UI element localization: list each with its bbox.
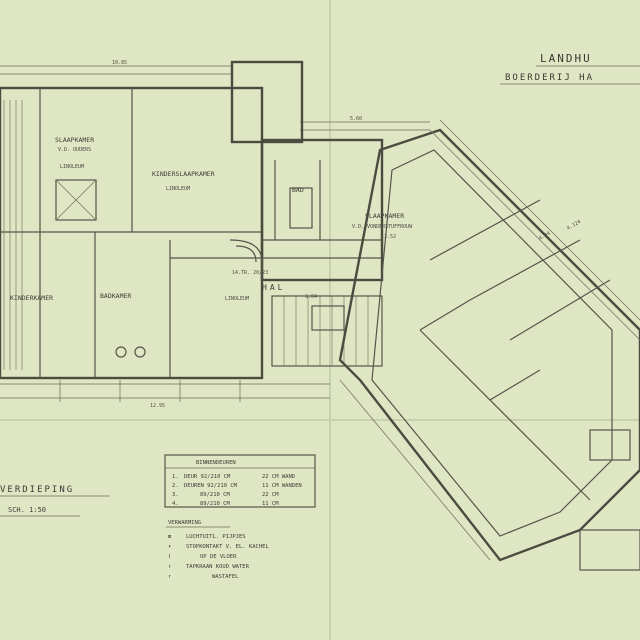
- legend-doors-heading: BINNENDEUREN: [196, 460, 236, 466]
- stair-annotation: 14.TR. 20/23: [232, 270, 268, 276]
- room-label-badkamer: BADKAMER: [100, 292, 131, 300]
- room-label-hal: HAL: [262, 283, 285, 292]
- bottom-dimension-chain: 12.95: [0, 380, 330, 409]
- legend-heating-item: WASTAFEL: [212, 574, 239, 580]
- room-label-slaapkamer-ouders: SLAAPKAMER: [55, 136, 94, 144]
- legend-door-wall: 11 CM WANDEN: [262, 483, 302, 489]
- left-wing-walls: [0, 60, 384, 380]
- room-label-linoleum: LINOLEUM: [166, 186, 190, 192]
- legend-heating-item: OP DE VLOER: [200, 554, 237, 560]
- legend-heating: VERWARMING ⊠ LUCHTUITL. PIJPJES ▾ STOPKO…: [166, 520, 269, 580]
- legend-heating-symbol: ↑: [168, 564, 171, 570]
- room-label-linoleum: LINOLEUM: [225, 296, 249, 302]
- legend-door-spec: DEUR 92/210 CM: [184, 474, 231, 480]
- legend-door-num: 3.: [172, 492, 179, 498]
- room-label-bad: BAD: [292, 186, 304, 194]
- drawing-title: LANDHU: [540, 52, 592, 65]
- legend-heating-symbol: ⌇: [168, 553, 171, 560]
- dimension-bottom-total: 12.95: [150, 403, 165, 409]
- room-label-kinderslaapkamer: KINDERSLAAPKAMER: [152, 170, 215, 178]
- diagonal-wing-walls: 4.04 4.124: [338, 119, 640, 571]
- legend-heating-item: TAPKRAAN KOUD WATER: [186, 564, 250, 570]
- room-label-slaapkamer-vonders: SLAAPKAMER: [365, 212, 404, 220]
- room-label-kinderkamer: KINDERKAMER: [10, 294, 53, 302]
- room-label-slaapkamer-vonders-sub: V.D. VONDERSTUFFROUW: [352, 224, 413, 230]
- legend-door-spec: DEUREN 92/210 CM: [184, 483, 238, 489]
- legend-heating-item: STOPKONTAKT V. EL. KACHEL: [186, 544, 269, 550]
- legend-door-wall: 22 CM WAND: [262, 474, 295, 480]
- legend-door-num: 1.: [172, 474, 179, 480]
- dimension-right-top: 5.60: [350, 116, 362, 122]
- legend-heating-heading: VERWARMING: [168, 520, 201, 526]
- legend-heating-symbol: ⊠: [168, 534, 171, 540]
- dimension-diagonal-a: 4.04: [538, 231, 551, 242]
- legend-door-wall: 11 CM: [262, 501, 279, 507]
- room-label-linoleum: LINOLEUM: [60, 164, 84, 170]
- legend-door-wall: 22 CM: [262, 492, 279, 498]
- scale-label: SCH. 1:50: [8, 506, 46, 514]
- dimension-mid: 3.52: [384, 234, 396, 240]
- legend-heating-symbol: ↑: [168, 574, 171, 580]
- legend-doors: BINNENDEUREN 1. DEUR 92/210 CM 22 CM WAN…: [164, 454, 316, 508]
- wall-hatching: [3, 100, 23, 370]
- legend-heating-item: LUCHTUITL. PIJPJES: [186, 534, 246, 540]
- legend-door-spec: 89/210 CM: [200, 492, 230, 498]
- legend-door-num: 2.: [172, 483, 179, 489]
- top-dimension-chain: 10.85 5.60: [0, 60, 430, 131]
- legend-door-num: 4.: [172, 501, 179, 507]
- drawing-subtitle: BOERDERIJ HA: [505, 73, 594, 83]
- floor-label: VERDIEPING: [0, 485, 74, 495]
- dimension-top-total: 10.85: [112, 60, 127, 66]
- room-label-slaapkamer-ouders-sub: V.D. OUDERS: [58, 147, 91, 153]
- legend-heating-symbol: ▾: [168, 544, 171, 550]
- legend-door-spec: 89/210 CM: [200, 501, 230, 507]
- dimension-hal: 3.04: [305, 294, 317, 300]
